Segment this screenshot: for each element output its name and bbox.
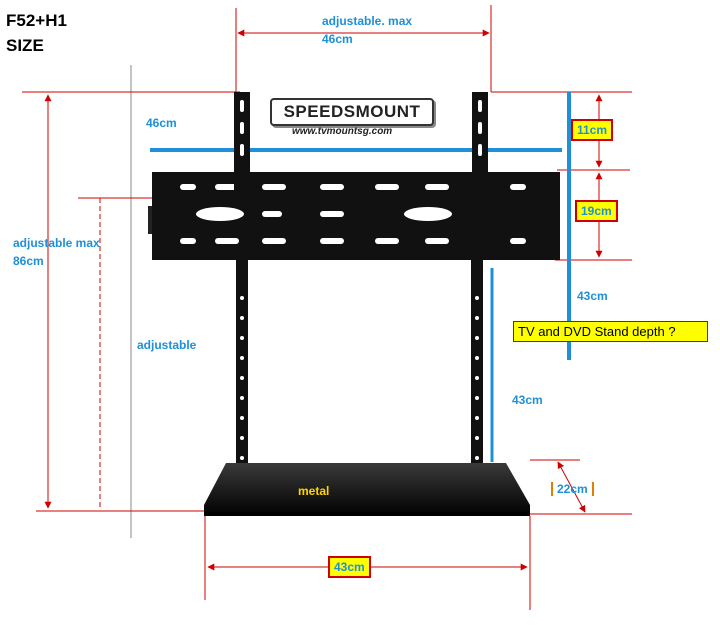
left-height-label: adjustable max bbox=[13, 236, 100, 250]
brand-url: www.tvmountsg.com bbox=[292, 126, 393, 137]
dim-43cm-bottom-badge: 43cm bbox=[328, 556, 371, 578]
dim-22cm-label: 22cm bbox=[551, 482, 594, 496]
top-width-dimension bbox=[235, 5, 492, 92]
brand-name: SPEEDSMOUNT bbox=[270, 98, 434, 126]
right-dimension-guides bbox=[491, 91, 632, 515]
metal-label: metal bbox=[298, 484, 330, 498]
stand-poles bbox=[236, 258, 483, 470]
stand-depth-question: TV and DVD Stand depth ? bbox=[513, 321, 708, 342]
top-adjustable-value: 46cm bbox=[322, 32, 353, 46]
title-model: F52+H1 bbox=[6, 11, 67, 30]
dim-11cm-badge: 11cm bbox=[571, 119, 614, 141]
dim-19cm-badge: 19cm bbox=[575, 200, 618, 222]
title-size: SIZE bbox=[6, 36, 44, 55]
blue-measure-lines bbox=[150, 92, 571, 462]
glass-shelf bbox=[204, 463, 530, 516]
dim-43cm-lower-label: 43cm bbox=[512, 393, 543, 407]
left-width-label: 46cm bbox=[146, 116, 177, 130]
speedsmount-logo: SPEEDSMOUNT www.tvmountsg.com bbox=[270, 98, 434, 140]
dim-43cm-upper-label: 43cm bbox=[577, 289, 608, 303]
mount-plate bbox=[148, 172, 560, 260]
top-adjustable-label: adjustable. max bbox=[322, 14, 413, 28]
mount-arms bbox=[234, 92, 488, 192]
left-height-value: 86cm bbox=[13, 254, 44, 268]
left-height-dimension bbox=[22, 91, 240, 512]
adjustable-label: adjustable bbox=[137, 338, 197, 352]
